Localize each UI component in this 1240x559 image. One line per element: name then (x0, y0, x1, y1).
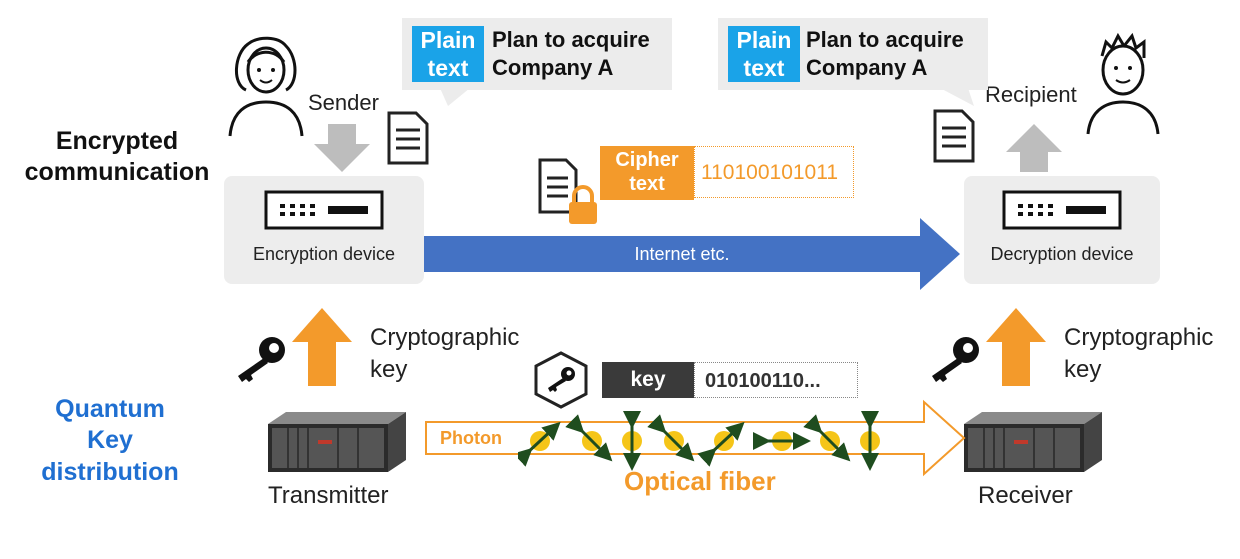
optical-fiber-label: Optical fiber (624, 466, 776, 496)
left-key-icon (238, 337, 285, 382)
photon-8 (860, 411, 880, 471)
decryption-device-icon (1002, 190, 1122, 230)
bubble-tail-left (440, 88, 470, 106)
cipher-text-tag: Cipher text (600, 146, 694, 200)
receiver-label: Receiver (978, 482, 1073, 509)
bubble-tail-right (940, 88, 974, 106)
encryption-device-icon (264, 190, 384, 230)
section-encrypted-communication: Encrypted communication (24, 127, 210, 187)
photon-stream (518, 411, 880, 471)
qkd-key-hexagon-icon (534, 351, 588, 409)
photon-2 (565, 414, 613, 462)
sender-document-icon (387, 111, 429, 165)
receiver-server-icon (964, 412, 1102, 472)
plaintext-tag-right: Plain text (728, 26, 800, 82)
encrypted-document-icon (538, 158, 597, 224)
transmitter-server-icon (268, 412, 406, 472)
right-key-up-arrow-icon (986, 308, 1046, 386)
plaintext-content-right: Plan to acquire Company A (806, 27, 964, 80)
recipient-document-icon (933, 109, 975, 163)
transmitter-label: Transmitter (268, 482, 389, 509)
sender-person-icon (228, 36, 304, 137)
photon-label: Photon (440, 428, 502, 448)
recipient-up-arrow-icon (1006, 124, 1062, 172)
recipient-person-icon (1086, 32, 1160, 135)
decryption-device-label: Decryption device (990, 244, 1134, 264)
internet-label: Internet etc. (634, 244, 730, 264)
left-cryptographic-key-label: Cryptographic key (370, 324, 520, 383)
optical-fiber-arrow (425, 399, 966, 477)
section-quantum-key-distribution: Quantum Key distribution (41, 395, 179, 486)
photon-5 (697, 421, 745, 467)
left-key-up-arrow-icon (292, 308, 352, 386)
recipient-label: Recipient (985, 82, 1077, 107)
encryption-device-label: Encryption device (252, 244, 396, 264)
photon-3 (622, 411, 642, 471)
right-cryptographic-key-label: Cryptographic key (1064, 324, 1214, 383)
plaintext-tag-left: Plain text (412, 26, 484, 82)
photon-6 (753, 431, 811, 451)
photon-1 (518, 421, 561, 467)
qkd-key-tag: key (602, 362, 694, 398)
cipher-text-value: 110100101011 (694, 146, 854, 198)
qkd-key-value: 010100110... (694, 362, 858, 398)
internet-arrow (424, 218, 960, 290)
plaintext-content-left: Plan to acquire Company A (492, 27, 650, 80)
sender-label: Sender (308, 90, 379, 115)
photon-7 (803, 414, 851, 462)
photon-4 (647, 414, 695, 462)
sender-down-arrow-icon (314, 124, 370, 172)
right-key-icon (932, 337, 979, 382)
